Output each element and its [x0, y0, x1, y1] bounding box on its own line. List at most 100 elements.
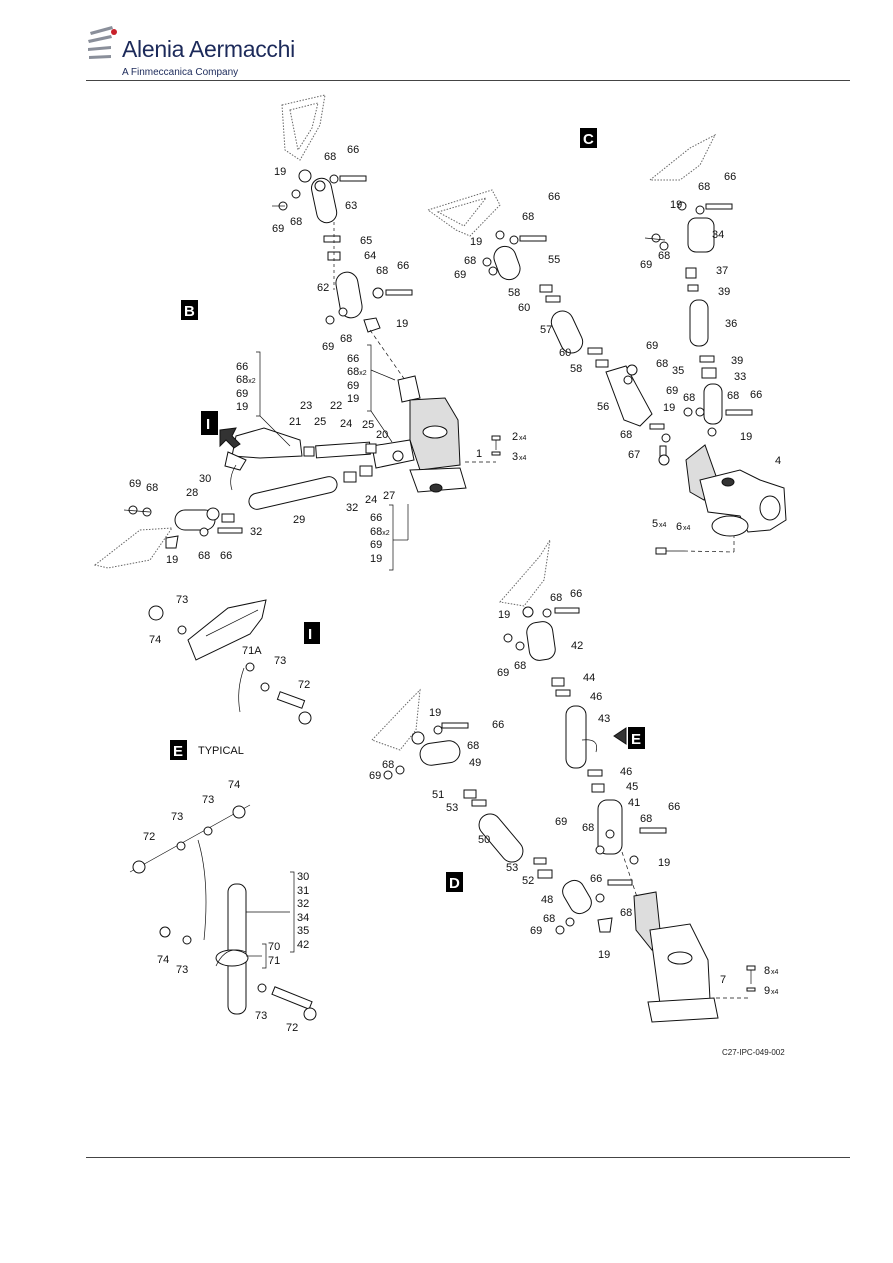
view-badge-c: C: [580, 128, 597, 148]
svg-text:19: 19: [670, 199, 682, 211]
svg-text:32: 32: [297, 898, 309, 910]
svg-text:x4: x4: [659, 522, 667, 529]
svg-text:68: 68: [620, 907, 632, 919]
svg-text:49: 49: [469, 757, 481, 769]
svg-text:50: 50: [478, 834, 490, 846]
svg-text:20: 20: [376, 429, 388, 441]
svg-text:66: 66: [347, 353, 359, 365]
svg-text:69: 69: [322, 341, 334, 353]
view-badge-i: I: [304, 622, 320, 644]
svg-text:19: 19: [236, 401, 248, 413]
svg-text:5: 5: [652, 518, 658, 530]
svg-text:68: 68: [464, 255, 476, 267]
svg-text:66: 66: [492, 719, 504, 731]
header-rule: [86, 80, 850, 81]
svg-text:19: 19: [658, 857, 670, 869]
callout-list-e: 30 31 32 34 35 42: [290, 871, 309, 953]
svg-text:19: 19: [740, 431, 752, 443]
svg-text:x4: x4: [683, 525, 691, 532]
svg-text:68: 68: [543, 913, 555, 925]
svg-text:58: 58: [570, 363, 582, 375]
svg-text:39: 39: [731, 355, 743, 367]
svg-text:68: 68: [656, 358, 668, 370]
svg-text:63: 63: [345, 200, 357, 212]
svg-text:23: 23: [300, 400, 312, 412]
company-logo: Alenia Aermacchi A Finmeccanica Company: [86, 22, 306, 82]
footer-rule: [86, 1157, 850, 1158]
svg-text:68: 68: [522, 211, 534, 223]
svg-text:x4: x4: [771, 969, 779, 976]
svg-text:39: 39: [718, 286, 730, 298]
svg-text:68: 68: [467, 740, 479, 752]
svg-text:33: 33: [734, 371, 746, 383]
svg-text:66: 66: [750, 389, 762, 401]
svg-text:19: 19: [598, 949, 610, 961]
svg-text:24: 24: [365, 494, 377, 506]
svg-text:27: 27: [383, 490, 395, 502]
svg-text:30: 30: [199, 473, 211, 485]
view-badge-d: D: [446, 872, 463, 892]
svg-text:3: 3: [512, 451, 518, 463]
svg-text:7: 7: [720, 974, 726, 986]
item-callouts: 66 68 19 63 68 69 65 64 68 66 62 19 69 6…: [129, 144, 781, 1034]
svg-text:66: 66: [548, 191, 560, 203]
svg-text:62: 62: [317, 282, 329, 294]
svg-text:29: 29: [293, 514, 305, 526]
callout-list-b3: 66 68x2 69 19: [370, 504, 409, 571]
svg-text:66: 66: [236, 361, 248, 373]
svg-text:69: 69: [497, 667, 509, 679]
svg-text:57: 57: [540, 324, 552, 336]
svg-text:69: 69: [530, 925, 542, 937]
svg-text:68: 68: [324, 151, 336, 163]
svg-text:34: 34: [297, 912, 309, 924]
svg-text:72: 72: [298, 679, 310, 691]
svg-text:31: 31: [297, 885, 309, 897]
svg-text:52: 52: [522, 875, 534, 887]
svg-text:28: 28: [186, 487, 198, 499]
svg-text:46: 46: [590, 691, 602, 703]
svg-text:I: I: [308, 626, 312, 643]
svg-text:x4: x4: [519, 435, 527, 442]
view-badge-e-pointer: E: [628, 727, 645, 749]
svg-text:19: 19: [347, 393, 359, 405]
svg-text:x4: x4: [519, 455, 527, 462]
svg-text:43: 43: [598, 713, 610, 725]
figure-reference: C27-IPC-049-002: [722, 1048, 785, 1057]
svg-text:25: 25: [314, 416, 326, 428]
svg-text:19: 19: [370, 553, 382, 565]
svg-text:19: 19: [166, 554, 178, 566]
svg-text:E: E: [631, 731, 641, 748]
svg-text:66: 66: [397, 260, 409, 272]
svg-text:68: 68: [290, 216, 302, 228]
svg-text:68x2: 68x2: [347, 366, 367, 378]
svg-text:73: 73: [176, 594, 188, 606]
svg-text:42: 42: [297, 939, 309, 951]
svg-text:68: 68: [640, 813, 652, 825]
svg-text:70: 70: [268, 941, 280, 953]
logo-mark-icon: [88, 26, 117, 59]
svg-text:B: B: [184, 303, 195, 320]
svg-text:66: 66: [370, 512, 382, 524]
brand-name: Alenia Aermacchi: [122, 36, 295, 62]
svg-text:72: 72: [286, 1022, 298, 1034]
svg-text:68x2: 68x2: [236, 374, 256, 386]
svg-text:68: 68: [550, 592, 562, 604]
svg-text:x4: x4: [771, 989, 779, 996]
svg-text:9: 9: [764, 985, 770, 997]
svg-text:68: 68: [382, 759, 394, 771]
svg-text:74: 74: [149, 634, 161, 646]
view-e-caption: TYPICAL: [198, 745, 244, 757]
svg-text:68: 68: [620, 429, 632, 441]
svg-text:E: E: [173, 743, 183, 760]
svg-text:69: 69: [666, 385, 678, 397]
svg-text:44: 44: [583, 672, 595, 684]
svg-text:30: 30: [297, 871, 309, 883]
svg-text:I: I: [206, 416, 210, 433]
svg-text:68: 68: [727, 390, 739, 402]
svg-text:68: 68: [658, 250, 670, 262]
svg-text:C: C: [583, 131, 594, 148]
svg-text:60: 60: [518, 302, 530, 314]
svg-text:55: 55: [548, 254, 560, 266]
svg-text:36: 36: [725, 318, 737, 330]
